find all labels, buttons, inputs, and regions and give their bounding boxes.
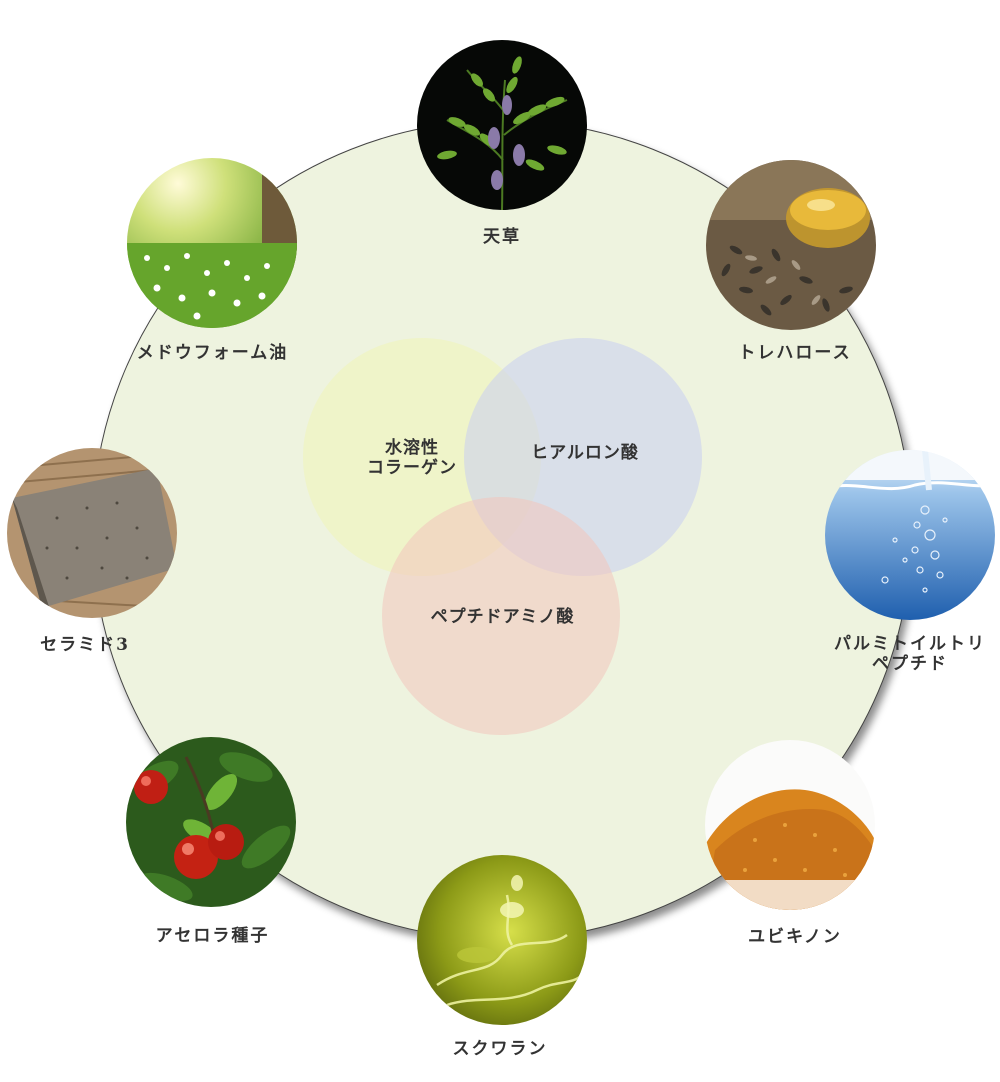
venn-label-collagen-line1: 水溶性 bbox=[385, 438, 439, 458]
ingredient-label-palmitoyl-line2: ペプチド bbox=[872, 654, 948, 674]
water-bubbles-icon bbox=[825, 450, 995, 620]
acerola-cherry-icon bbox=[126, 737, 296, 907]
ingredient-label-palmitoyl: パルミトイルトリ ペプチド bbox=[815, 634, 1000, 674]
venn-label-peptide: ペプチドアミノ酸 bbox=[430, 607, 575, 627]
licorice-plant-icon bbox=[417, 40, 587, 210]
oil-splash-icon bbox=[417, 855, 587, 1025]
ingredient-label-trehalose: トレハロース bbox=[738, 343, 852, 363]
ingredient-label-acerola: アセロラ種子 bbox=[155, 926, 270, 946]
ingredient-label-ceramide: セラミド3 bbox=[40, 635, 130, 655]
venn-label-collagen: 水溶性 コラーゲン bbox=[352, 438, 472, 478]
meadow-flowers-icon bbox=[127, 158, 297, 328]
venn-label-collagen-line2: コラーゲン bbox=[367, 458, 457, 478]
orange-powder-icon bbox=[705, 740, 875, 910]
ingredient-label-squalane: スクワラン bbox=[452, 1039, 548, 1059]
ingredient-label-meadowfoam: メドウフォーム油 bbox=[136, 343, 289, 363]
soap-bar-icon bbox=[7, 448, 177, 618]
ingredient-label-ubiquinone: ユビキノン bbox=[748, 927, 842, 947]
ingredient-label-tencha: 天草 bbox=[483, 227, 521, 247]
venn-circle-peptide bbox=[382, 497, 620, 735]
seeds-oil-icon bbox=[706, 160, 876, 330]
venn-label-hyaluronic: ヒアルロン酸 bbox=[531, 443, 639, 463]
ingredient-label-palmitoyl-line1: パルミトイルトリ bbox=[834, 634, 986, 654]
